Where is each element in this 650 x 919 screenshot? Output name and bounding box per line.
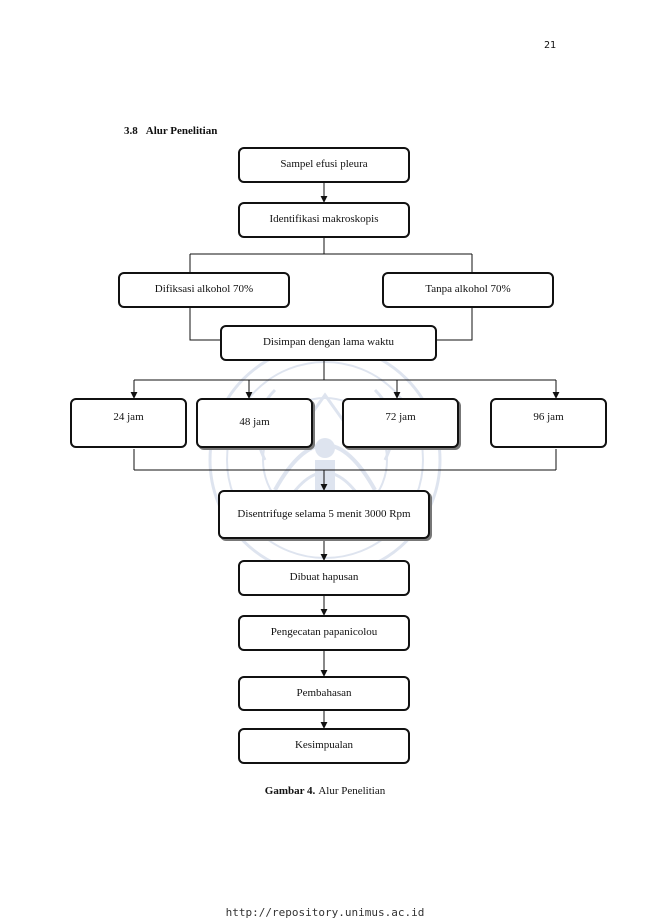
- page-number: 21: [543, 40, 557, 51]
- caption-text: Alur Penelitian: [318, 785, 386, 797]
- conclusion-box: Kesimpualan: [238, 728, 410, 764]
- fixed-alcohol-box: Difiksasi alkohol 70%: [118, 272, 290, 308]
- figure-caption: Gambar 4.Alur Penelitian: [0, 785, 650, 797]
- footer-url[interactable]: http://repository.unimus.ac.id: [225, 906, 425, 919]
- identification-box: Identifikasi makroskopis: [238, 202, 410, 238]
- duration-box-24: 24 jam: [70, 398, 187, 448]
- centrifuge-box: Disentrifuge selama 5 menit 3000 Rpm: [218, 490, 430, 539]
- duration-box-48: 48 jam: [196, 398, 313, 448]
- caption-label: Gambar 4.: [264, 785, 316, 797]
- unfixed-box: Tanpa alkohol 70%: [382, 272, 554, 308]
- sample-box: Sampel efusi pleura: [238, 147, 410, 183]
- staining-box: Pengecatan papanicolou: [238, 615, 410, 651]
- smear-box: Dibuat hapusan: [238, 560, 410, 596]
- section-number: 3.8: [124, 125, 138, 137]
- section-title: Alur Penelitian: [145, 125, 218, 137]
- section-heading: 3.8 Alur Penelitian: [124, 125, 217, 137]
- discussion-box: Pembahasan: [238, 676, 410, 711]
- duration-box-72: 72 jam: [342, 398, 459, 448]
- storage-box: Disimpan dengan lama waktu: [220, 325, 437, 361]
- duration-box-96: 96 jam: [490, 398, 607, 448]
